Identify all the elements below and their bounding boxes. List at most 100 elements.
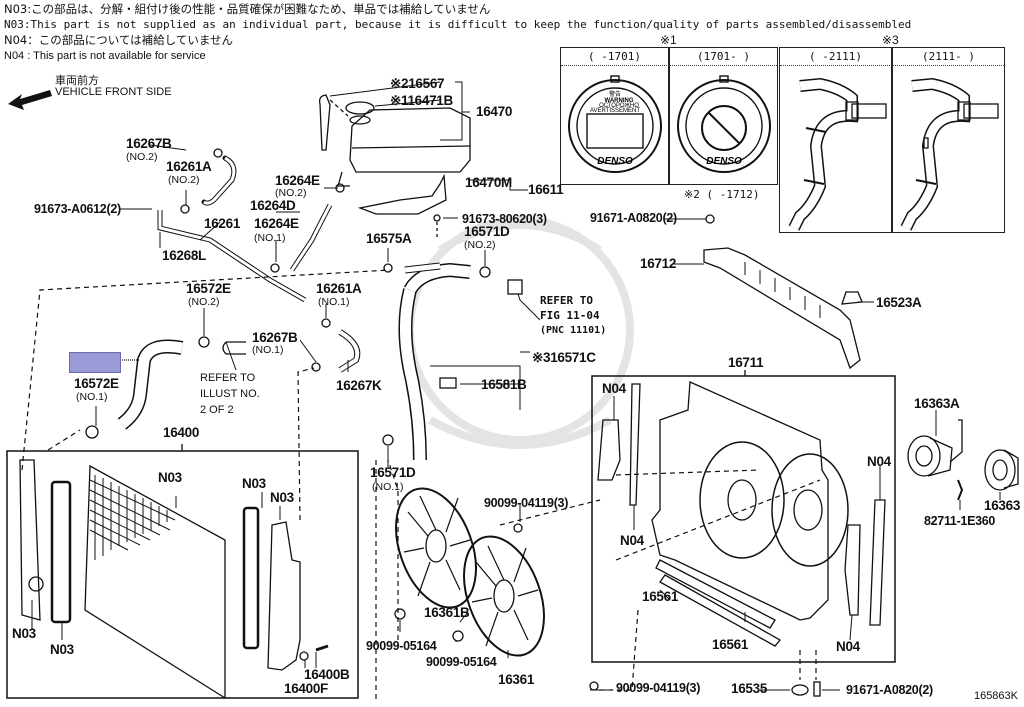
- part-label-16470M[interactable]: 16470M: [465, 175, 512, 190]
- upper-hose-icon: [788, 77, 999, 231]
- hose-col-1-range: ( -2111): [809, 50, 862, 63]
- part-label-16572E-no1[interactable]: 16572E: [74, 376, 119, 391]
- motor-16363A: [907, 419, 963, 477]
- part-label-16361[interactable]: 16361: [498, 672, 535, 687]
- cap-col-1-range: ( -1701): [588, 50, 641, 63]
- part-sub-16261A-no2: (NO.2): [168, 174, 200, 186]
- radiator-cap-icon: 警告 WARNING ОСТОРОЖНО AVERTISSEMENT DENSO…: [568, 75, 771, 173]
- n03-marker-tank-right[interactable]: N03: [270, 490, 294, 505]
- refer-fig-note[interactable]: REFER TO FIG 11-04 (PNC 11101): [540, 293, 606, 338]
- part-label-91673-A0612[interactable]: 91673-A0612(2): [34, 202, 121, 216]
- part-sub-16267B-no2: (NO.2): [126, 151, 158, 163]
- part-label-16571C[interactable]: ※316571C: [532, 350, 596, 365]
- refer-fig-line-3: (PNC 11101): [540, 325, 607, 336]
- part-label-16267K[interactable]: 16267K: [336, 378, 382, 393]
- refer-illust-note: REFER TO ILLUST NO. 2 OF 2: [200, 370, 260, 418]
- refer-fig-line-1: REFER TO: [540, 294, 593, 307]
- part-label-16400[interactable]: 16400: [163, 425, 200, 440]
- note-n04-en: N04 : This part is not available for ser…: [4, 50, 206, 62]
- part-label-16471B[interactable]: ※116471B: [390, 93, 453, 108]
- motor-16363: [984, 449, 1019, 491]
- figure-number: 165863K: [973, 690, 1018, 702]
- vehicle-front-en: VEHICLE FRONT SIDE: [55, 86, 172, 98]
- part-sub-16571D-no1: (NO.1): [372, 481, 404, 493]
- n04-marker-4[interactable]: N04: [836, 639, 860, 654]
- part-label-16264E-no1[interactable]: 16264E: [254, 216, 299, 231]
- cap-brand-2: DENSO: [706, 156, 742, 167]
- part-sub-16572E-no1: (NO.1): [76, 391, 108, 403]
- cap-variant-mark: ※1: [660, 33, 677, 47]
- vehicle-front-arrow-icon: [8, 90, 52, 110]
- part-label-16261A-no1[interactable]: 16261A: [316, 281, 362, 296]
- part-label-16264E-no2[interactable]: 16264E: [275, 173, 320, 188]
- part-sub-16264E-no2: (NO.2): [275, 187, 307, 199]
- part-label-16400B[interactable]: 16400B: [304, 667, 350, 682]
- part-label-16400F[interactable]: 16400F: [284, 681, 328, 696]
- part-label-91671-A0820-bottom[interactable]: 91671-A0820(2): [846, 683, 933, 697]
- part-label-16363A[interactable]: 16363A: [914, 396, 960, 411]
- note-n04-jp: N04：この部品については補給していません: [4, 33, 233, 47]
- cap-warning-jp: 警告: [609, 90, 621, 98]
- cap-warning-en: WARNING: [605, 98, 634, 104]
- part-label-90099-04119-top[interactable]: 90099-04119(3): [484, 496, 569, 510]
- refer-illust-line-3: 2 OF 2: [200, 404, 234, 416]
- n03-marker-core[interactable]: N03: [158, 470, 182, 485]
- fan-16361B: [395, 487, 477, 609]
- highlighted-part-box-16572E[interactable]: [69, 352, 121, 373]
- refer-illust-line-1: REFER TO: [200, 372, 256, 384]
- part-label-82711-1E360[interactable]: 82711-1E360: [924, 514, 996, 528]
- n03-marker-gasket-left[interactable]: N03: [50, 642, 74, 657]
- part-label-90099-05164-a[interactable]: 90099-05164: [366, 639, 437, 653]
- n04-marker-3[interactable]: N04: [867, 454, 891, 469]
- note-n03-en: N03:This part is not supplied as an indi…: [4, 18, 912, 31]
- part-label-16581B[interactable]: 16581B: [481, 377, 527, 392]
- vehicle-front-jp: 車両前方: [55, 74, 99, 87]
- part-label-16267B-no1[interactable]: 16267B: [252, 330, 298, 345]
- part-label-16712[interactable]: 16712: [640, 256, 677, 271]
- part-sub-16261A-no1: (NO.1): [318, 296, 350, 308]
- part-label-90099-04119-bottom[interactable]: 90099-04119(3): [616, 681, 701, 695]
- part-label-16567[interactable]: ※216567: [390, 76, 445, 91]
- part-label-16611[interactable]: 16611: [528, 182, 564, 197]
- n04-marker-2[interactable]: N04: [620, 533, 644, 548]
- part-label-16267B-no2[interactable]: 16267B: [126, 136, 172, 151]
- part-label-91673-80620[interactable]: 91673-80620(3): [462, 212, 547, 226]
- part-label-16264D[interactable]: 16264D: [250, 198, 296, 213]
- part-label-16572E-no2[interactable]: 16572E: [186, 281, 231, 296]
- hose-variant-mark: ※3: [882, 33, 899, 47]
- note-n03-jp: N03:この部品は、分解・組付け後の性能・品質確保が困難なため、単品では補給して…: [4, 2, 491, 16]
- cap-warning-fr: AVERTISSEMENT: [590, 108, 640, 114]
- part-label-16523A[interactable]: 16523A: [876, 295, 922, 310]
- refer-fig-line-2: FIG 11-04: [540, 309, 600, 322]
- part-label-16711[interactable]: 16711: [728, 355, 764, 370]
- n04-marker-1[interactable]: N04: [602, 381, 626, 396]
- part-label-16561-b[interactable]: 16561: [712, 637, 749, 652]
- hose-variant-panel: ( -2111) (2111- ): [779, 47, 1005, 233]
- cap-warning-ru: ОСТОРОЖНО: [599, 103, 639, 109]
- cap-col-2-range: (1701- ): [697, 50, 750, 63]
- part-label-16268L[interactable]: 16268L: [162, 248, 206, 263]
- refer-illust-line-2: ILLUST NO.: [200, 388, 260, 400]
- part-label-91671-A0820-top[interactable]: 91671-A0820(2): [590, 211, 677, 225]
- fan-16361: [463, 535, 545, 657]
- part-label-16561-a[interactable]: 16561: [642, 589, 679, 604]
- part-label-16571D-no2[interactable]: 16571D: [464, 224, 510, 239]
- cap-note-2: ※2 ( -1712): [684, 188, 760, 201]
- part-sub-16264E-no1: (NO.1): [254, 232, 286, 244]
- part-label-16575A[interactable]: 16575A: [366, 231, 412, 246]
- cap-brand-1: DENSO: [597, 156, 633, 167]
- part-label-16261[interactable]: 16261: [204, 216, 241, 231]
- part-label-16261A-no2[interactable]: 16261A: [166, 159, 212, 174]
- part-sub-16267B-no1: (NO.1): [252, 344, 284, 356]
- cap-variant-panel: ( -1701) (1701- ) 警告 WARNING ОСТОРОЖНО A…: [560, 47, 778, 185]
- part-label-16535[interactable]: 16535: [731, 681, 768, 696]
- part-label-16470[interactable]: 16470: [476, 104, 513, 119]
- part-sub-16571D-no2: (NO.2): [464, 239, 496, 251]
- n03-marker-tank-left[interactable]: N03: [12, 626, 36, 641]
- part-label-90099-05164-b[interactable]: 90099-05164: [426, 655, 497, 669]
- part-sub-16572E-no2: (NO.2): [188, 296, 220, 308]
- part-label-16571D-no1[interactable]: 16571D: [370, 465, 416, 480]
- n03-marker-gasket-right[interactable]: N03: [242, 476, 266, 491]
- part-label-16363[interactable]: 16363: [984, 498, 1021, 513]
- part-label-16361B[interactable]: 16361B: [424, 605, 470, 620]
